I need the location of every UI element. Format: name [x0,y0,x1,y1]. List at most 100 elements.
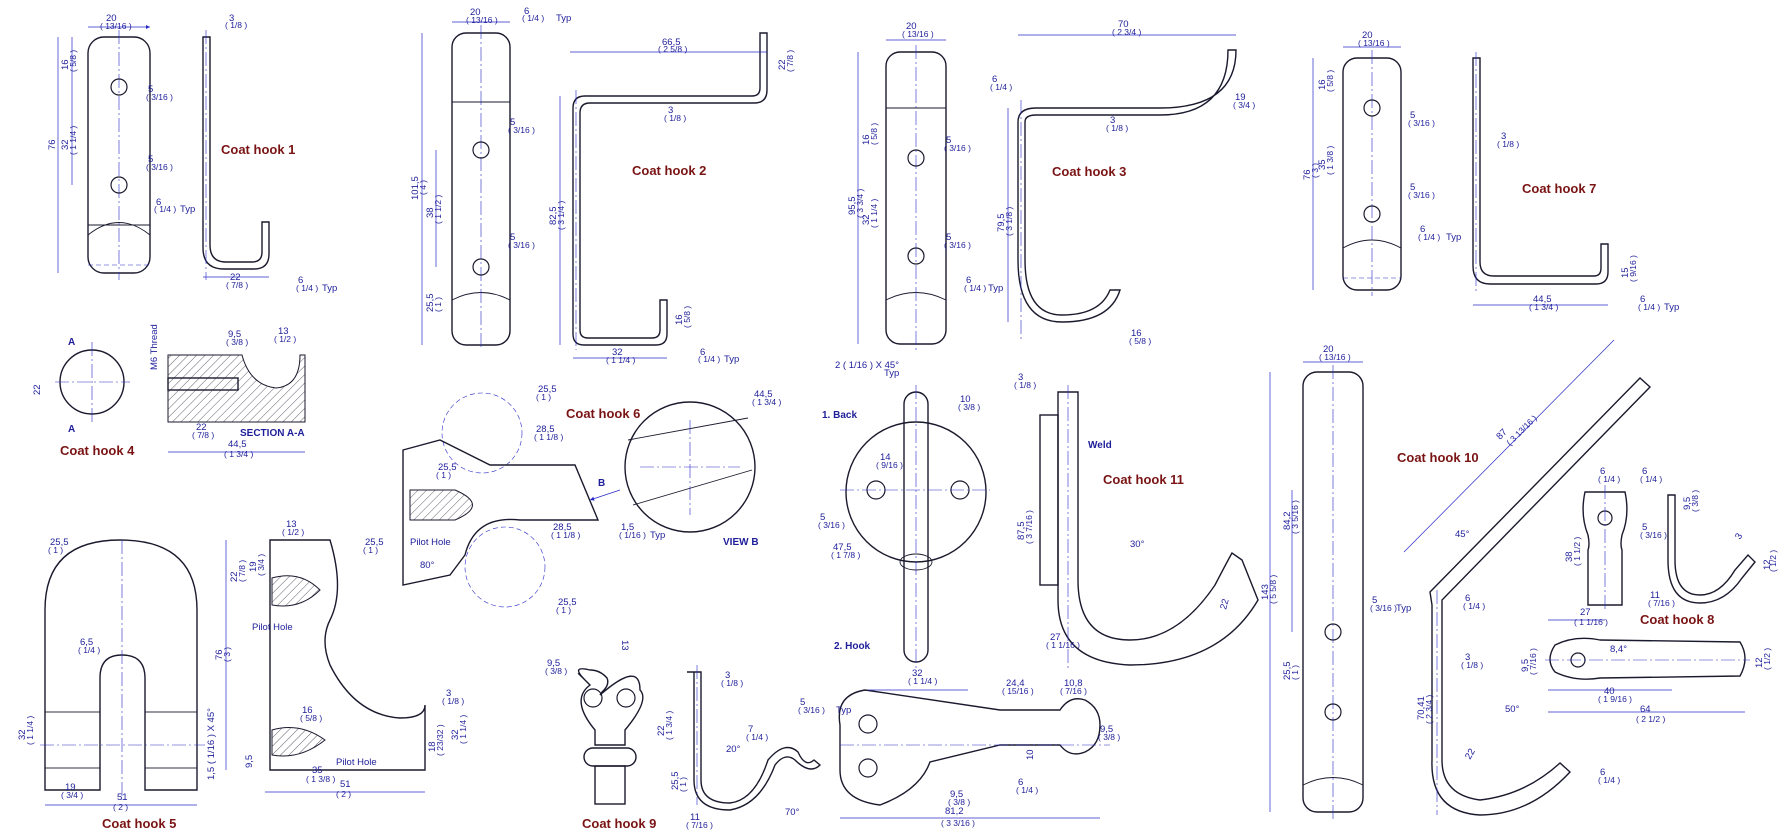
dim-text: 6 [156,197,161,208]
dim-text: ( 5 5/8 ) [1268,575,1278,604]
dim-text: 3 [446,688,451,699]
hook11-title: Coat hook 11 [1103,472,1184,487]
dim-text: 16 [1131,328,1142,339]
dim-text: 25,5 [425,294,436,313]
dim-text: 13 [278,326,289,337]
dim-text: 1,5 [621,522,634,533]
dim-text: 5 [510,232,515,243]
hook1-hole-bottom [110,176,128,194]
coat-hook-3: 70 ( 2 3/4 ) 20 ( 13/16 ) 19 ( 3/4 ) 6 (… [847,19,1255,350]
dim-text: 5 [510,117,515,128]
dim-text: 10 [960,394,971,405]
hook6-title: Coat hook 6 [566,406,640,421]
dim-text: 16 [302,705,313,716]
dim-text: 9,5 [1100,724,1113,735]
dim-text: 1,5 ( 1/16 ) X 45° [206,708,217,780]
dim-text: 14 [880,452,891,463]
dim-text: 13 [286,519,297,530]
dim-text: 18 [427,741,438,752]
view-label: VIEW B [723,537,759,548]
dim-text: 5 [1372,595,1377,606]
dim-text: ( 3/4 ) [256,554,266,576]
dim-text: 25,5 [365,537,384,548]
dim-text: 5 [946,232,951,243]
dim-text: ( 3 3/16 ) [941,818,975,828]
dim-text: 13 [619,640,630,651]
dim-text: ( 1/2 ) [1762,648,1772,670]
dim-text: ( 3/16 ) [508,125,535,135]
dim-text: Typ [322,283,337,294]
dim-text: 80° [420,560,435,571]
dim-text: ( 1/4 ) [1598,775,1620,785]
dim-text: ( 1 3/4 ) [752,397,781,407]
dim-text: 22 [1218,598,1231,611]
dim-text: 70 [1118,19,1129,30]
dim-text: 6 [524,6,529,17]
dim-text: 6 [1600,466,1605,477]
dim-text: ( 1/8 ) [1497,139,1519,149]
dim-text: 3 [229,13,234,24]
hook9-title: Coat hook 9 [582,816,656,831]
dim-text: ( 7/8 ) [226,280,248,290]
dim-text: 6 [992,74,997,85]
dim-text: 3 [1018,372,1023,383]
dim-text: ( 2 ) [336,789,351,799]
hook7-title: Coat hook 7 [1522,181,1596,196]
hook10-side [1429,377,1652,816]
dim-text: 45° [1455,529,1470,540]
dim-text: 16 [861,134,872,145]
dim-text: ( 13/16 ) [100,21,132,31]
dim-text: 6 [298,275,303,286]
dim-text: 2 ( 1/16 ) X 45° [835,360,899,371]
dim-text: 5 [1410,182,1415,193]
dim-text: 44,5 [754,389,773,400]
dim-text: ( 23/32 ) [435,724,445,756]
dim-text: ( 3/16 ) [508,240,535,250]
dim-text: ( 7/16 ) [1060,686,1087,696]
hook2-side [572,32,768,346]
dim-text: ( 3/16 ) [818,520,845,530]
dim-text: 5 [148,84,153,95]
dim-text: ( 1 ) [436,470,451,480]
dim-text: 20° [726,744,741,755]
dim-text: 22 [196,422,207,433]
dim-text: ( 5/8 ) [300,713,322,723]
dim-text: 28,5 [536,424,555,435]
dim-text: 51 [340,779,351,790]
dim-text: ( 13/16 ) [466,15,498,25]
dim-text: ( 3/16 ) [798,705,825,715]
dim-text: ( 1 3/4 ) [224,449,253,459]
dim-text: ( 9/16 ) [1628,255,1638,282]
dim-text: 16 [60,59,71,70]
dim-text: 25,5 [558,597,577,608]
dim-text: ( 1/8 ) [1461,660,1483,670]
dim-text: 12 [1762,559,1773,570]
dim-text: 9,5 [950,789,963,800]
coat-hook-5: 25,5 ( 1 ) 6,5 ( 1/4 ) 19 ( 3/4 ) 51 ( 2… [17,519,468,831]
dim-text: 15 [1620,267,1631,278]
dim-text: ( 1 ) [363,545,378,555]
dim-text: 32 [17,729,28,740]
dim-text: ( 1/4 ) [1463,601,1485,611]
dim-text: ( 3/8 ) [948,797,970,807]
dim-text: ( 3 1/8 ) [1004,207,1014,236]
dim-text: 20 [106,13,117,24]
hook2-hole-bottom [472,258,490,276]
dim-text: ( 1/2 ) [282,527,304,537]
dim-text: Typ [1664,302,1679,313]
hook3-hole-top [907,149,925,167]
dim-text: 19 [65,782,76,793]
hook6-view-b [624,401,756,533]
dim-text: ( 1 1/4 ) [606,355,635,365]
hook11-plate [1039,414,1059,586]
dim-text: Typ [836,705,851,716]
dim-text: 22 [656,725,667,736]
dim-text: 44,5 [1533,294,1552,305]
hook9-side [687,671,822,811]
dim-text: 5 [820,512,825,523]
dim-text: 76 [1302,169,1313,180]
dim-text: ( 1 ) [536,392,551,402]
dim-text: 28,5 [553,522,572,533]
dim-text: ( 1/4 ) [698,354,720,364]
